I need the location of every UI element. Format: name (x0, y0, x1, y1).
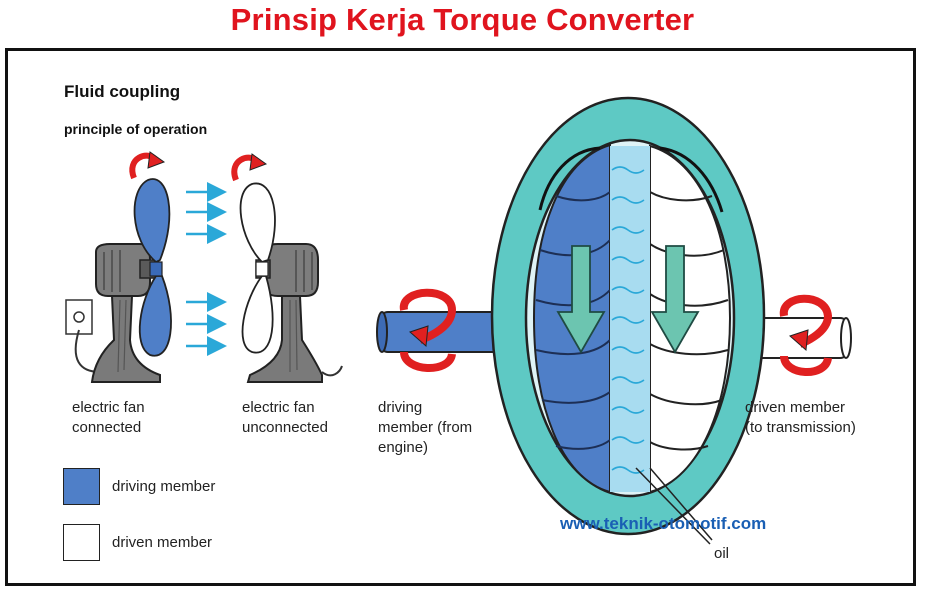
page-title: Prinsip Kerja Torque Converter (230, 2, 695, 37)
label-driving-member: driving member (from engine) (378, 399, 473, 456)
legend-label-driving: driving member (112, 478, 216, 495)
torque-converter-illustration (376, 96, 852, 545)
legend-swatch-driven (63, 524, 100, 561)
legend-label-driven: driven member (112, 534, 213, 551)
fan-unconnected-illustration (231, 153, 343, 383)
legend-swatch-driving (63, 468, 100, 505)
label-oil: oil (714, 545, 730, 562)
fan-connected-illustration (65, 151, 172, 383)
label-fan-unconnected: electric fan unconnected (242, 399, 328, 436)
subheading-principle: principle of operation (64, 121, 208, 137)
heading-fluid-coupling: Fluid coupling (64, 82, 181, 101)
label-fan-connected: electric fan connected (72, 399, 145, 436)
label-driven-member: driven member (to transmission) (745, 399, 856, 436)
website-watermark: www.teknik-otomotif.com (560, 514, 767, 533)
airflow-arrows (186, 182, 227, 356)
